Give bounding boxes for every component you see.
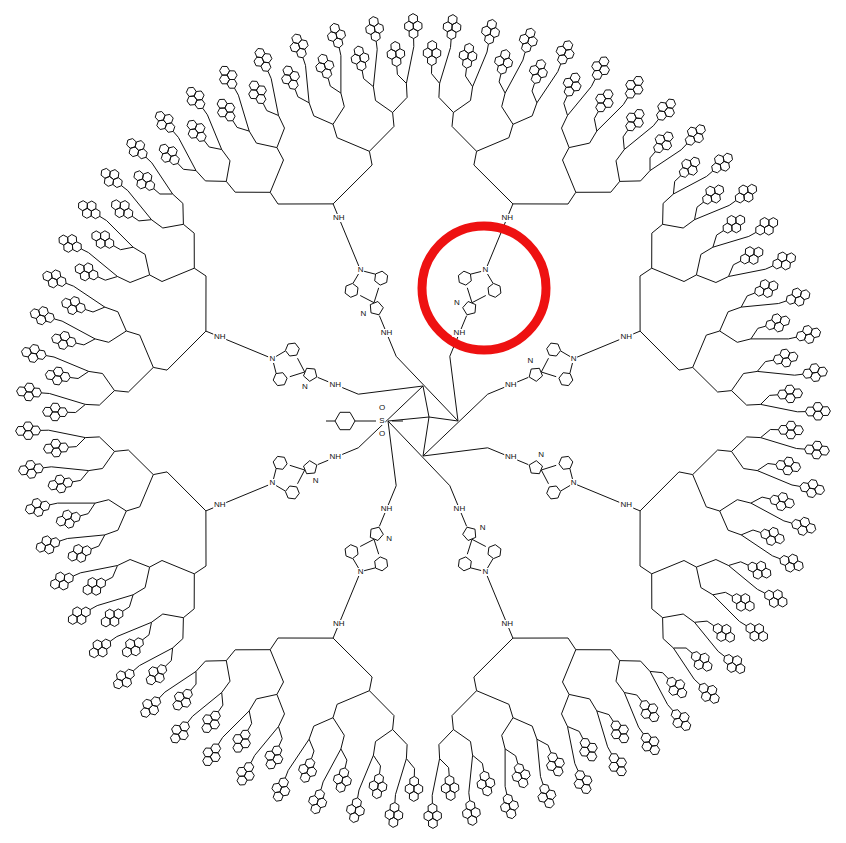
- atom-label: NH: [213, 333, 227, 341]
- atom-label: N: [357, 568, 365, 576]
- atom-label: NH: [620, 501, 634, 509]
- atom-label: N: [479, 524, 487, 532]
- atom-label: N: [357, 266, 365, 274]
- atom-label: N: [301, 383, 309, 391]
- atom-label: NH: [453, 329, 467, 337]
- atom-label: NH: [332, 214, 346, 222]
- atom-label: N: [385, 535, 393, 543]
- atom-label: NH: [328, 453, 342, 461]
- atom-label: NH: [332, 620, 346, 628]
- atom-label: S: [378, 417, 385, 425]
- atom-label: N: [482, 266, 490, 274]
- atom-label: NH: [504, 381, 518, 389]
- atom-label: N: [527, 357, 535, 365]
- atom-label: N: [482, 568, 490, 576]
- atom-label: N: [537, 451, 545, 459]
- atom-label: NH: [453, 505, 467, 513]
- atom-label: N: [269, 479, 277, 487]
- atom-label: NH: [380, 505, 394, 513]
- bond-lines: [16, 14, 831, 829]
- atom-label: NH: [380, 329, 394, 337]
- atom-label: O: [378, 404, 386, 412]
- atom-label: NH: [620, 333, 634, 341]
- atom-label: NH: [504, 453, 518, 461]
- atom-label: N: [312, 477, 320, 485]
- atom-label: N: [570, 479, 578, 487]
- atom-label: N: [269, 355, 277, 363]
- atom-label: NH: [328, 381, 342, 389]
- atom-label: N: [453, 299, 461, 307]
- atom-label: O: [378, 430, 386, 438]
- highlight-circle: [422, 226, 546, 350]
- atom-label: NH: [500, 214, 514, 222]
- atom-label: N: [360, 310, 368, 318]
- atom-label: NH: [213, 501, 227, 509]
- atom-label: N: [570, 355, 578, 363]
- atom-label: NH: [500, 620, 514, 628]
